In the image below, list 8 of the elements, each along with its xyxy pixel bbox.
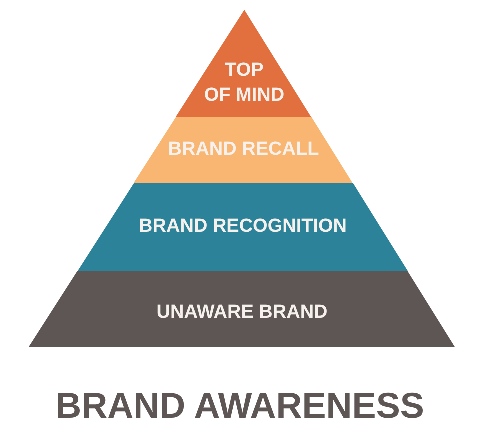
diagram-title: BRAND AWARENESS <box>56 384 424 428</box>
pyramid-tier <box>78 183 408 271</box>
tier-label: TOP OF MIND <box>203 59 286 108</box>
tier-label: BRAND RECALL <box>168 138 320 162</box>
pyramid-tier <box>28 271 455 347</box>
tier-label: UNAWARE BRAND <box>156 301 328 325</box>
pyramid-tier <box>176 10 312 117</box>
tier-label: BRAND RECOGNITION <box>139 215 347 239</box>
